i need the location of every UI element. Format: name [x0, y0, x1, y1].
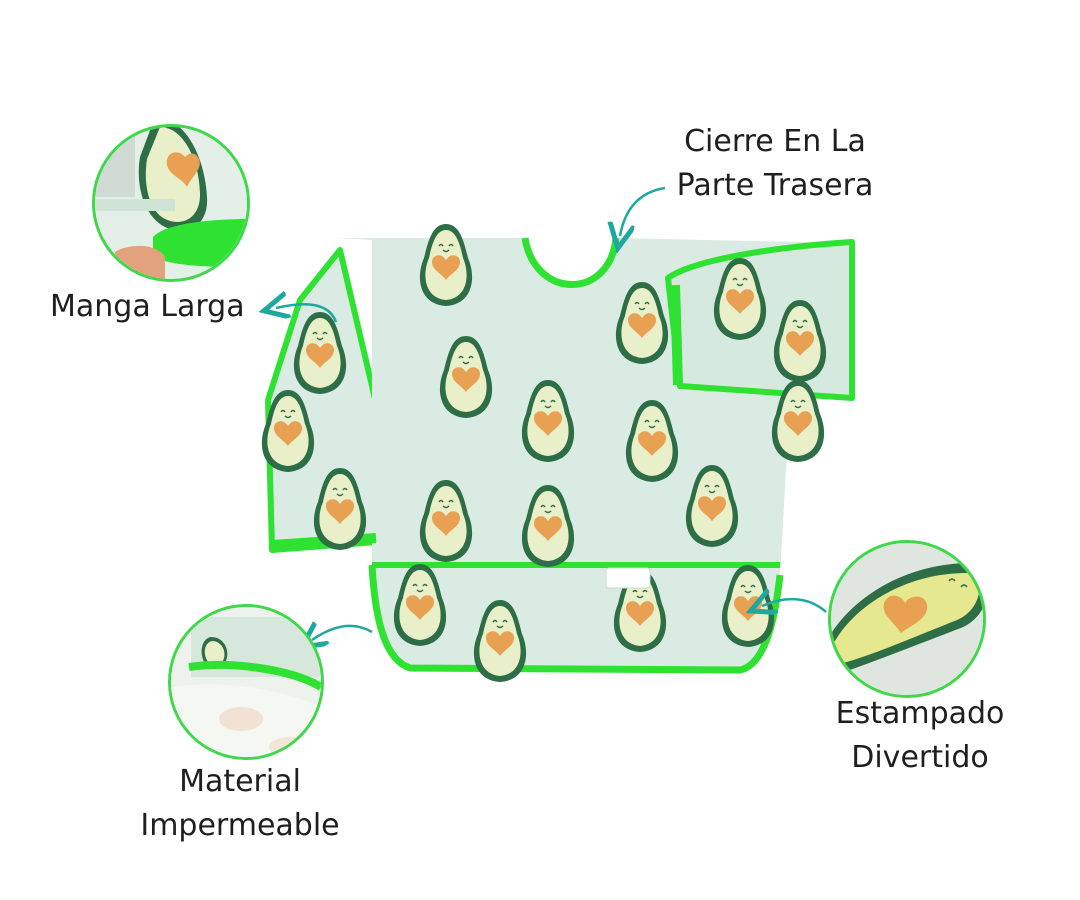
material-line2: Impermeable [140, 808, 340, 843]
bib-illustration [261, 223, 855, 683]
material-line1: Material [179, 764, 301, 799]
long-sleeve-label: Manga Larga [50, 285, 270, 329]
sleeve-detail-image [92, 124, 250, 282]
material-detail-image [168, 604, 324, 760]
waterproof-material-label: Material Impermeable [120, 760, 360, 848]
print-line1: Estampado [835, 696, 1005, 731]
curved-arrow-icon [762, 599, 827, 612]
curved-arrow-icon [312, 626, 373, 640]
curved-arrow-icon [620, 186, 666, 236]
print-line2: Divertido [851, 740, 989, 775]
long-sleeve-text: Manga Larga [50, 289, 245, 324]
back-closure-line1: Cierre En La [684, 124, 866, 159]
back-closure-label: Cierre En La Parte Trasera [640, 120, 910, 208]
curved-arrow-icon [276, 304, 338, 323]
print-detail-image [828, 540, 986, 698]
fun-print-label: Estampado Divertido [800, 692, 1040, 780]
back-closure-line2: Parte Trasera [676, 168, 874, 203]
